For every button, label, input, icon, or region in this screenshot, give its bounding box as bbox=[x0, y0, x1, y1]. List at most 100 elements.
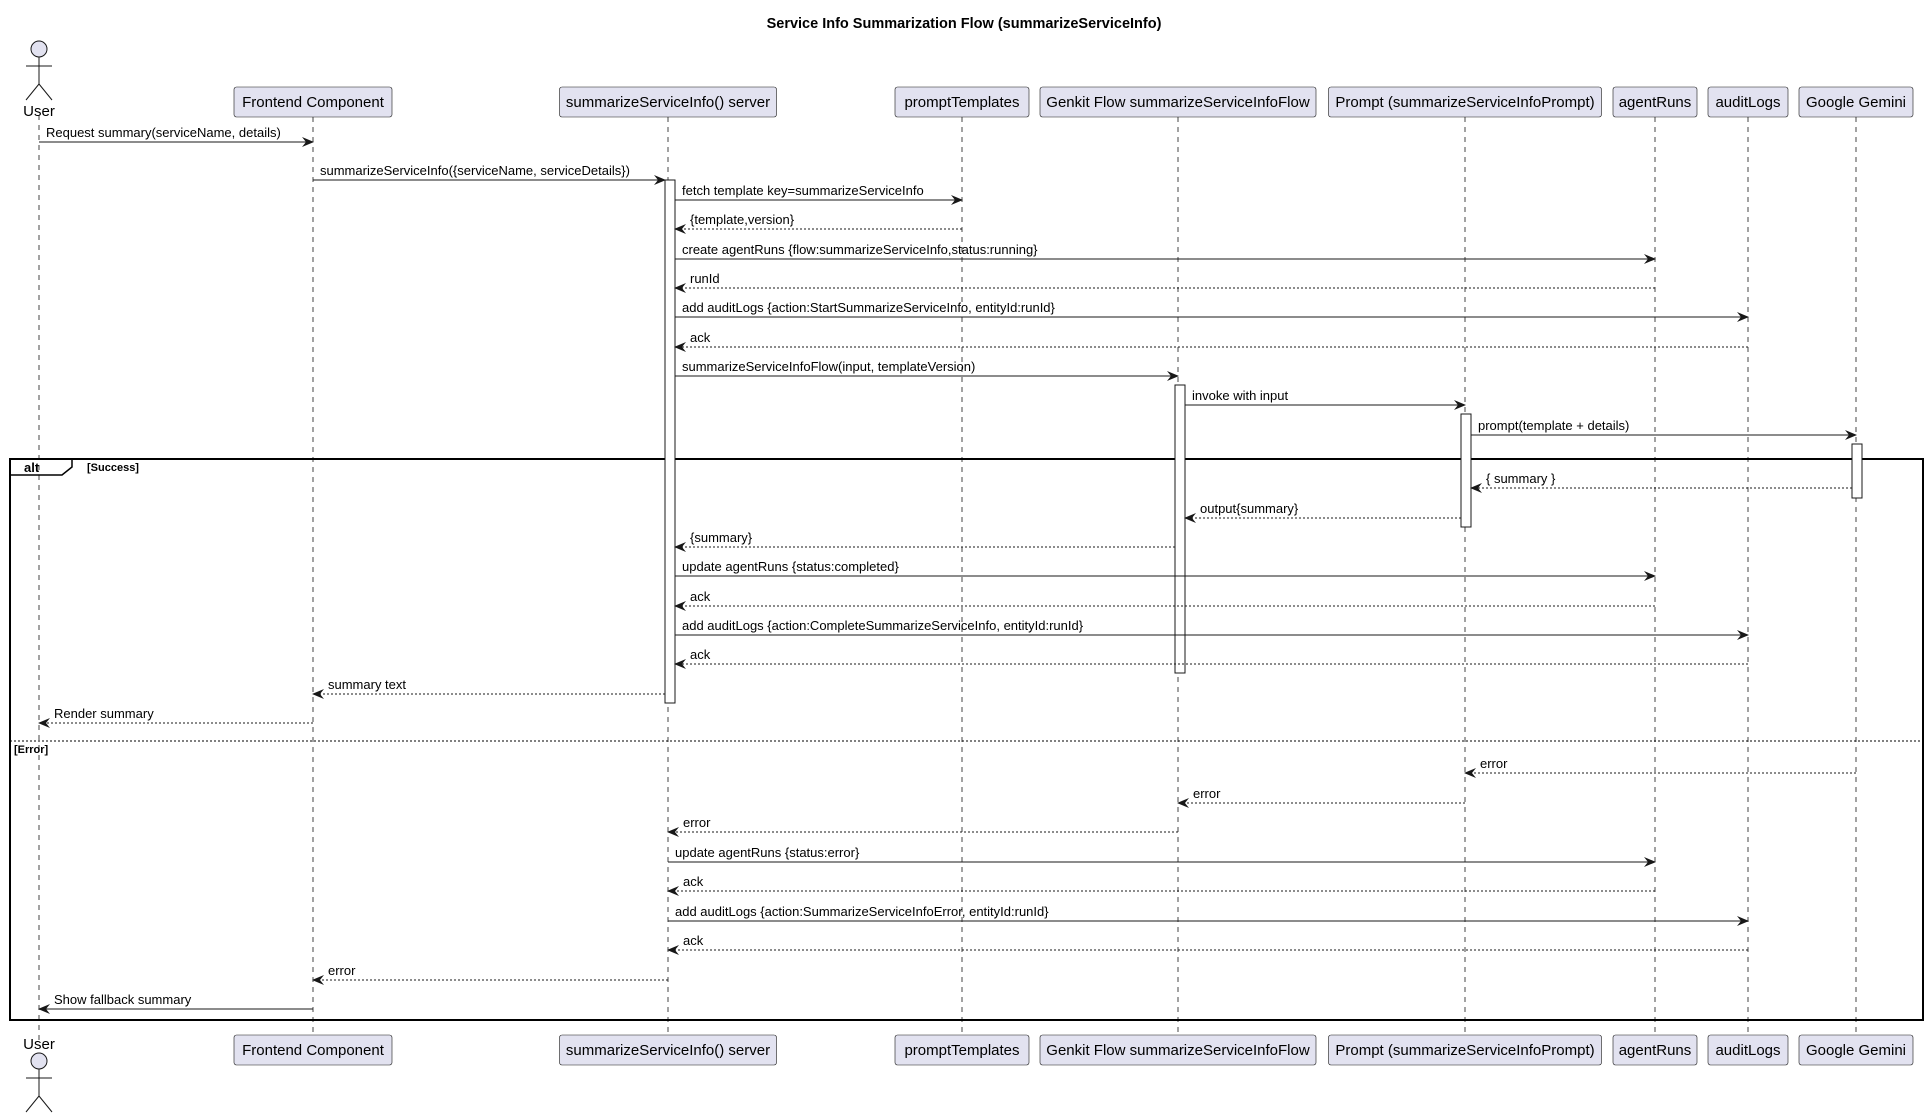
message-label: error bbox=[683, 815, 711, 830]
participant-label: auditLogs bbox=[1715, 1042, 1780, 1059]
message-2: summarizeServiceInfo({serviceName, servi… bbox=[313, 163, 666, 185]
participant-prompt-top: Prompt (summarizeServiceInfoPrompt) bbox=[1328, 86, 1602, 118]
message-3: fetch template key=summarizeServiceInfo bbox=[675, 183, 963, 205]
message-label: error bbox=[1480, 756, 1508, 771]
participant-frontend-top: Frontend Component bbox=[233, 86, 393, 118]
participant-server-top: summarizeServiceInfo() server bbox=[559, 86, 777, 118]
participant-box bbox=[1798, 86, 1914, 118]
participant-label: Frontend Component bbox=[242, 1042, 385, 1059]
participant-prompt-bottom: Prompt (summarizeServiceInfoPrompt) bbox=[1328, 1034, 1602, 1066]
message-label: {summary} bbox=[690, 530, 753, 545]
message-10: invoke with input bbox=[1185, 388, 1466, 410]
participant-box bbox=[1039, 86, 1317, 118]
actor-icon bbox=[25, 40, 53, 101]
participant-label: promptTemplates bbox=[904, 94, 1019, 111]
message-label: summary text bbox=[328, 677, 406, 692]
message-4: {template,version} bbox=[674, 212, 962, 234]
participant-label: promptTemplates bbox=[904, 1042, 1019, 1059]
message-label: Request summary(serviceName, details) bbox=[46, 125, 281, 140]
message-label: summarizeServiceInfo({serviceName, servi… bbox=[320, 163, 630, 178]
participant-label: summarizeServiceInfo() server bbox=[566, 94, 770, 111]
message-9: summarizeServiceInfoFlow(input, template… bbox=[675, 359, 1179, 381]
message-label: fetch template key=summarizeServiceInfo bbox=[682, 183, 924, 198]
message-17: add auditLogs {action:CompleteSummarizeS… bbox=[675, 618, 1749, 640]
message-label: error bbox=[1193, 786, 1221, 801]
message-18: ack bbox=[674, 647, 1748, 669]
participant-box bbox=[233, 86, 393, 118]
message-29: Show fallback summary bbox=[38, 992, 313, 1014]
participant-label: Frontend Component bbox=[242, 94, 385, 111]
participant-box bbox=[894, 86, 1030, 118]
participant-label: agentRuns bbox=[1619, 1042, 1692, 1059]
alt-fragment bbox=[9, 458, 1924, 1021]
activation-bar-server bbox=[664, 179, 676, 704]
participant-audit-bottom: auditLogs bbox=[1707, 1034, 1789, 1066]
participant-user-bottom-figure bbox=[25, 1052, 53, 1113]
guard-error: [Error] bbox=[14, 744, 49, 756]
participant-label: Prompt (summarizeServiceInfoPrompt) bbox=[1335, 94, 1594, 111]
participant-label: Prompt (summarizeServiceInfoPrompt) bbox=[1335, 1042, 1594, 1059]
message-26: add auditLogs {action:SummarizeServiceIn… bbox=[668, 904, 1749, 926]
message-label: Render summary bbox=[54, 706, 154, 721]
message-22: error bbox=[1177, 786, 1465, 808]
message-16: ack bbox=[674, 589, 1655, 611]
participant-label: Google Gemini bbox=[1806, 1042, 1906, 1059]
message-24: update agentRuns {status:error} bbox=[668, 845, 1656, 867]
message-label: summarizeServiceInfoFlow(input, template… bbox=[682, 359, 975, 374]
message-label: error bbox=[328, 963, 356, 978]
message-label: runId bbox=[690, 271, 720, 286]
actor-icon bbox=[25, 1052, 53, 1113]
participant-flow-bottom: Genkit Flow summarizeServiceInfoFlow bbox=[1039, 1034, 1317, 1066]
participant-runs-top: agentRuns bbox=[1612, 86, 1698, 118]
activation-bar-prompt bbox=[1460, 413, 1472, 528]
participant-box bbox=[894, 1034, 1030, 1066]
alt-keyword: alt bbox=[24, 460, 40, 475]
message-label: ack bbox=[690, 330, 711, 345]
guard-success: [Success] bbox=[87, 462, 139, 474]
message-label: ack bbox=[683, 933, 704, 948]
message-label: ack bbox=[690, 589, 711, 604]
participant-box bbox=[1039, 1034, 1317, 1066]
participant-prompts-top: promptTemplates bbox=[894, 86, 1030, 118]
participant-label: Google Gemini bbox=[1806, 94, 1906, 111]
participant-box bbox=[559, 86, 777, 118]
message-21: error bbox=[1464, 756, 1856, 778]
participant-gemini-bottom: Google Gemini bbox=[1798, 1034, 1914, 1066]
alt-fragment-tab bbox=[10, 459, 73, 476]
message-28: error bbox=[312, 963, 668, 985]
message-label: add auditLogs {action:SummarizeServiceIn… bbox=[675, 904, 1049, 919]
participant-label: summarizeServiceInfo() server bbox=[566, 1042, 770, 1059]
message-label: add auditLogs {action:StartSummarizeServ… bbox=[682, 300, 1056, 315]
participant-frontend-bottom: Frontend Component bbox=[233, 1034, 393, 1066]
message-label: invoke with input bbox=[1192, 388, 1288, 403]
message-14: {summary} bbox=[674, 530, 1175, 552]
participant-box bbox=[1612, 1034, 1698, 1066]
diagram-title: Service Info Summarization Flow (summari… bbox=[767, 16, 1162, 32]
message-label: Show fallback summary bbox=[54, 992, 192, 1007]
message-12: { summary } bbox=[1470, 471, 1852, 493]
message-11: prompt(template + details) bbox=[1471, 418, 1857, 440]
participant-prompts-bottom: promptTemplates bbox=[894, 1034, 1030, 1066]
participant-box bbox=[233, 1034, 393, 1066]
message-label: prompt(template + details) bbox=[1478, 418, 1629, 433]
activation-bar-gemini bbox=[1851, 443, 1863, 499]
message-8: ack bbox=[674, 330, 1748, 352]
participant-box bbox=[1798, 1034, 1914, 1066]
message-label: {template,version} bbox=[690, 212, 795, 227]
message-label: add auditLogs {action:CompleteSummarizeS… bbox=[682, 618, 1084, 633]
message-label: ack bbox=[683, 874, 704, 889]
message-label: output{summary} bbox=[1200, 501, 1299, 516]
participant-label: Genkit Flow summarizeServiceInfoFlow bbox=[1046, 94, 1310, 111]
participant-box bbox=[1612, 86, 1698, 118]
message-6: runId bbox=[674, 271, 1655, 293]
message-1: Request summary(serviceName, details) bbox=[39, 125, 314, 147]
message-5: create agentRuns {flow:summarizeServiceI… bbox=[675, 242, 1656, 264]
participant-label: User bbox=[23, 1036, 55, 1053]
activation-bar-flow bbox=[1174, 384, 1186, 674]
participant-user-bottom: User bbox=[23, 1036, 55, 1053]
participant-box bbox=[1328, 1034, 1602, 1066]
participant-label: User bbox=[23, 103, 55, 120]
message-23: error bbox=[667, 815, 1178, 837]
message-27: ack bbox=[667, 933, 1748, 955]
